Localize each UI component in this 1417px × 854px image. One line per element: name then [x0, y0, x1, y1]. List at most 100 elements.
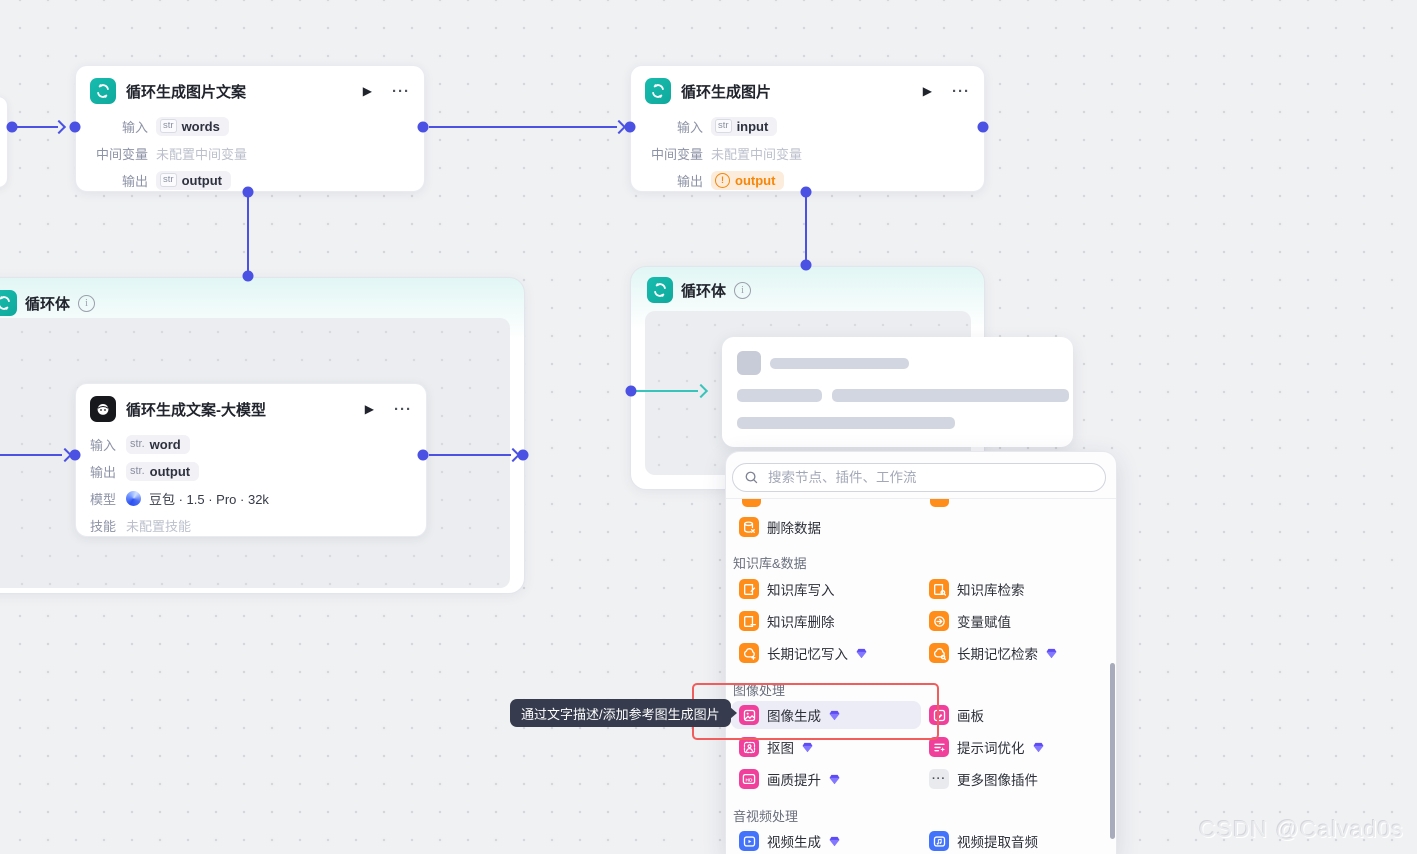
panel-item-kb-search[interactable]: 知识库检索 [929, 575, 1111, 603]
port[interactable] [977, 121, 989, 133]
panel-item-memory-write[interactable]: 长期记忆写入 [739, 639, 921, 667]
premium-gem-icon [856, 648, 867, 658]
edge-loop-inner [636, 390, 698, 393]
skeleton-bar [832, 389, 1069, 402]
prompt-optimize-icon [929, 737, 949, 757]
canvas-board-icon [929, 705, 949, 725]
skeleton-bar [737, 417, 955, 429]
node-menu-button[interactable]: ··· [394, 400, 412, 418]
panel-item-kb-write[interactable]: 知识库写入 [739, 575, 921, 603]
premium-gem-icon [829, 836, 840, 846]
edge [16, 126, 58, 129]
edge-arrow [51, 119, 67, 135]
panel-item-kb-delete[interactable]: 知识库删除 [739, 607, 921, 635]
clipped-item-icon [930, 499, 949, 507]
panel-item-prompt-opt[interactable]: 提示词优化 [929, 733, 1111, 761]
node-menu-button[interactable]: ··· [392, 82, 410, 100]
skeleton-bar [770, 358, 909, 369]
panel-item-memory-search[interactable]: 长期记忆检索 [929, 639, 1111, 667]
kb-delete-icon [739, 611, 759, 631]
memory-search-icon [929, 643, 949, 663]
row-label: 输入 [90, 437, 117, 453]
video-audio-extract-icon [929, 831, 949, 851]
node-title: 循环生成文案-大模型 [126, 401, 266, 419]
port[interactable] [242, 270, 254, 282]
row-value: 未配置中间变量 [156, 146, 248, 162]
svg-text:HD: HD [746, 777, 753, 783]
panel-item-hd-upscale[interactable]: HD 画质提升 [739, 765, 921, 793]
watermark: CSDN @Calvad0s [1199, 816, 1404, 842]
port[interactable] [800, 186, 812, 198]
panel-item-var-assign[interactable]: 变量赋值 [929, 607, 1111, 635]
panel-item-video-gen[interactable]: 视频生成 [739, 827, 921, 854]
loop-icon [645, 78, 671, 104]
node-title: 循环生成图片 [681, 83, 772, 101]
port[interactable] [417, 449, 429, 461]
row-label: 模型 [90, 491, 117, 507]
search-box[interactable] [732, 463, 1106, 492]
llm-doubao-icon [90, 396, 116, 422]
port[interactable] [69, 121, 81, 133]
variable-badge: str.output [126, 461, 200, 481]
image-gen-icon [739, 705, 759, 725]
doubao-logo-icon [126, 490, 141, 506]
panel-item-video-audio-extract[interactable]: 视频提取音频 [929, 827, 1111, 854]
variable-assign-icon [929, 611, 949, 631]
model-value: 豆包 · 1.5 · Pro · 32k [149, 491, 269, 507]
panel-item-delete-data[interactable]: 删除数据 [739, 513, 921, 541]
offscreen-node-sliver [0, 96, 8, 188]
row-label: 中间变量 [95, 146, 148, 162]
run-button[interactable]: ▶ [364, 402, 374, 416]
run-button[interactable]: ▶ [362, 84, 372, 98]
panel-item-cutout[interactable]: 抠图 [739, 733, 921, 761]
edge [804, 196, 808, 261]
search-input[interactable] [766, 469, 1094, 486]
row-label: 输出 [121, 173, 148, 189]
search-icon [745, 471, 758, 484]
edge [0, 454, 62, 457]
skeleton-node-card [722, 337, 1073, 447]
premium-gem-icon [802, 742, 813, 752]
port[interactable] [625, 385, 637, 397]
row-value: 未配置技能 [126, 518, 192, 534]
port[interactable] [417, 121, 429, 133]
kb-write-icon [739, 579, 759, 599]
panel-item-more-image-plugins[interactable]: ··· 更多图像插件 [929, 765, 1111, 793]
row-label: 中间变量 [650, 146, 703, 162]
edge [429, 454, 511, 457]
row-label: 输入 [121, 119, 148, 135]
row-value: 未配置中间变量 [711, 146, 803, 162]
premium-gem-icon [1033, 742, 1043, 752]
node-llm[interactable]: 循环生成文案-大模型 ▶ ··· 输入 str.word 输出 str.outp… [75, 383, 427, 537]
port[interactable] [624, 121, 636, 133]
hd-upscale-icon: HD [739, 769, 759, 789]
premium-gem-icon [829, 710, 840, 720]
loop-icon [647, 277, 673, 303]
row-label: 技能 [90, 518, 117, 534]
divider [726, 498, 1116, 499]
output-warning-badge: !output [711, 170, 785, 190]
panel-item-canvas-board[interactable]: 画板 [929, 701, 1111, 729]
video-gen-icon [739, 831, 759, 851]
skeleton-icon [737, 351, 761, 375]
panel-item-image-gen[interactable]: 图像生成 [731, 701, 921, 729]
kb-search-icon [929, 579, 949, 599]
panel-scrollbar[interactable] [1110, 663, 1115, 839]
row-label: 输出 [676, 173, 703, 189]
info-icon[interactable]: i [78, 294, 96, 312]
port[interactable] [800, 259, 812, 271]
node-menu-button[interactable]: ··· [952, 82, 970, 100]
run-button[interactable]: ▶ [922, 84, 932, 98]
node-selector-panel[interactable]: 删除数据 知识库&数据 知识库写入 知识库检索 知识库删除 变量赋值 长期记忆写… [725, 451, 1117, 854]
port[interactable] [242, 186, 254, 198]
port[interactable] [69, 449, 81, 461]
port[interactable] [6, 121, 18, 133]
port[interactable] [517, 449, 529, 461]
row-label: 输出 [90, 464, 117, 480]
info-icon[interactable]: i [734, 281, 752, 299]
variable-badge: str.word [126, 434, 190, 454]
